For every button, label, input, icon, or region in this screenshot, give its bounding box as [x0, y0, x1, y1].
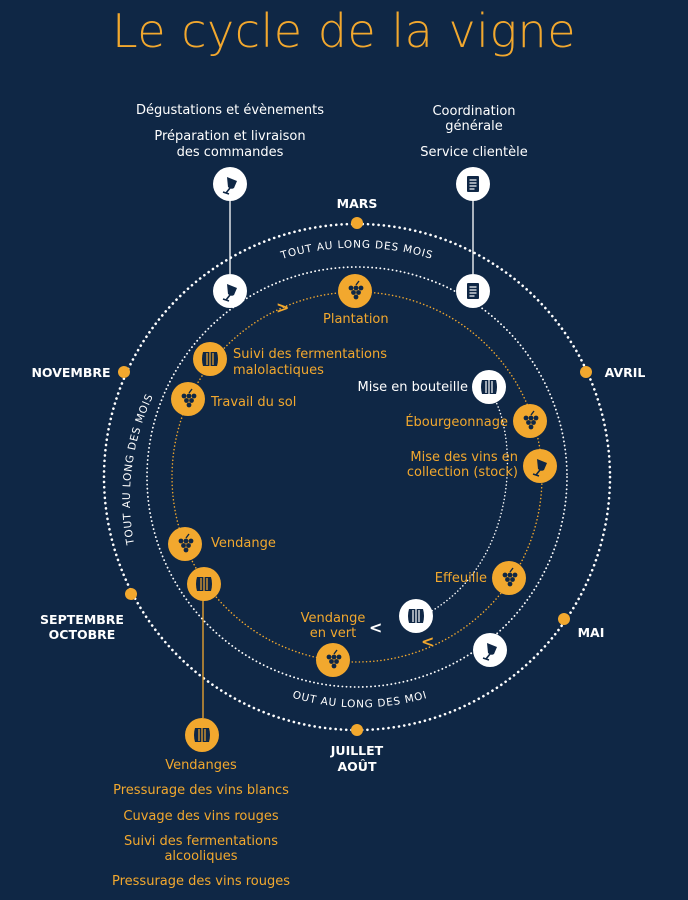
bottom-item-cuvage-rouges: Cuvage des vins rouges: [123, 809, 279, 824]
label-vendange-vert-1: Vendange: [300, 611, 366, 626]
label-malo-1: Suivi des fermentations: [233, 347, 388, 362]
label-preparation: Préparation et livraison: [154, 129, 306, 144]
label-coordination: Coordination: [432, 104, 516, 119]
month-avril: AVRIL: [604, 365, 646, 380]
month-dot-avril: [580, 366, 592, 378]
barrel-icon: [187, 567, 221, 601]
inner-track: [429, 387, 509, 613]
month-dot-juillet: [351, 724, 363, 736]
label-mise-bouteille: Mise en bouteille: [357, 380, 468, 395]
barrel-icon: [472, 370, 506, 404]
month-novembre: NOVEMBRE: [31, 365, 111, 380]
label-commandes: des commandes: [176, 145, 284, 160]
grapes-icon: [492, 561, 526, 595]
wine-glass-icon: [473, 633, 507, 667]
grapes-icon: [513, 404, 547, 438]
label-travail-sol: Travail du sol: [211, 395, 297, 410]
month-dot-mars: [351, 217, 363, 229]
bottom-item-vendanges: Vendanges: [165, 758, 237, 773]
barrel-icon: [399, 599, 433, 633]
page-title: Le cycle de la vigne: [111, 4, 577, 58]
middle-ring: [146, 266, 568, 688]
month-mai: MAI: [577, 625, 605, 640]
label-vendange-vert-2: en vert: [309, 626, 357, 641]
month-juillet: JUILLET: [330, 743, 384, 758]
month-octobre: OCTOBRE: [48, 627, 116, 642]
bottom-item-fermentations: Suivi des fermentations: [123, 834, 279, 849]
label-ebourgeonnage: Ébourgeonnage: [405, 415, 508, 430]
label-service-client: Service clientèle: [420, 145, 528, 160]
wine-glass-icon: [523, 449, 557, 483]
label-malo-2: malolactiques: [233, 363, 324, 378]
month-aout: AOÛT: [337, 759, 377, 774]
document-icon: [456, 274, 490, 308]
document-icon: [456, 167, 490, 201]
label-collection-1: Mise des vins en: [410, 450, 518, 465]
month-septembre: SEPTEMBRE: [40, 612, 124, 627]
arrow-white-track: <: [369, 618, 383, 637]
grapes-icon: [168, 527, 202, 561]
bottom-item-pressurage-rouges: Pressurage des vins rouges: [111, 874, 291, 889]
month-dot-septembre: [125, 588, 137, 600]
arrow-inner-top: >: [276, 298, 290, 317]
barrel-icon: [193, 342, 227, 376]
barrel-icon: [185, 718, 219, 752]
label-collection-2: collection (stock): [406, 465, 518, 480]
month-dot-mai: [558, 613, 570, 625]
grapes-icon: [316, 643, 350, 677]
label-degustations: Dégustations et évènements: [135, 103, 325, 118]
grapes-icon: [171, 382, 205, 416]
label-generale: générale: [445, 119, 503, 134]
bottom-item-pressurage-blancs: Pressurage des vins blancs: [113, 783, 289, 798]
label-effeuille: Effeuille: [434, 571, 487, 586]
arrow-inner-bottom: <: [421, 632, 435, 651]
ring-label-top: TOUT AU LONG DES MOIS: [279, 239, 435, 263]
wine-glass-icon: [213, 274, 247, 308]
grapes-icon: [338, 274, 372, 308]
label-vendange: Vendange: [211, 536, 276, 551]
bottom-item-alcooliques: alcooliques: [164, 849, 238, 864]
wine-glass-icon: [213, 167, 247, 201]
label-plantation: Plantation: [323, 312, 389, 327]
month-dot-novembre: [118, 366, 130, 378]
ring-label-left: TOUT AU LONG DES MOIS: [121, 392, 156, 547]
month-mars: MARS: [336, 196, 378, 211]
